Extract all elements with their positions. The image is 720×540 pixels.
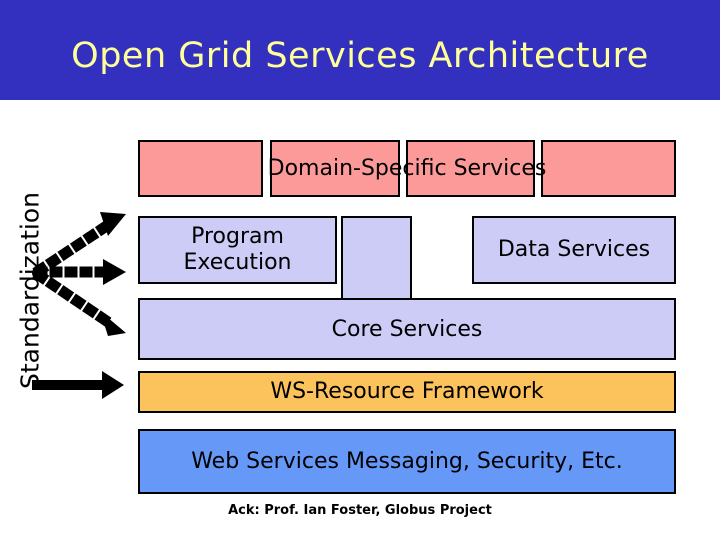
dotted-arrow-down-icon: [32, 268, 126, 336]
standardization-axis-label: Standardization: [15, 192, 45, 390]
dotted-arrow-right-icon: [34, 259, 126, 285]
web-services-box[interactable]: Web Services Messaging, Security, Etc.: [138, 429, 676, 494]
domain-specific-box-4[interactable]: [541, 140, 676, 197]
program-execution-line-1: Program: [191, 224, 284, 250]
attribution-text: Ack: Prof. Ian Foster, Globus Project: [228, 503, 492, 518]
core-services-box[interactable]: [138, 298, 676, 360]
solid-arrow-right-icon: [32, 371, 124, 399]
domain-specific-box-2[interactable]: [270, 140, 400, 197]
domain-specific-box-1[interactable]: [138, 140, 263, 197]
page-title: Open Grid Services Architecture: [71, 36, 649, 76]
dotted-arrow-up-icon: [32, 212, 126, 278]
core-services-label: Core Services: [331, 316, 483, 342]
data-services-box[interactable]: Data Services: [472, 216, 676, 284]
domain-specific-services-label: Domain-Specific Services: [267, 156, 547, 181]
program-execution-box[interactable]: Program Execution: [138, 216, 337, 284]
program-execution-line-2: Execution: [183, 250, 292, 275]
title-banner: [0, 0, 720, 100]
domain-specific-box-3[interactable]: [406, 140, 535, 197]
wsrf-box[interactable]: WS-Resource Framework: [138, 371, 676, 413]
